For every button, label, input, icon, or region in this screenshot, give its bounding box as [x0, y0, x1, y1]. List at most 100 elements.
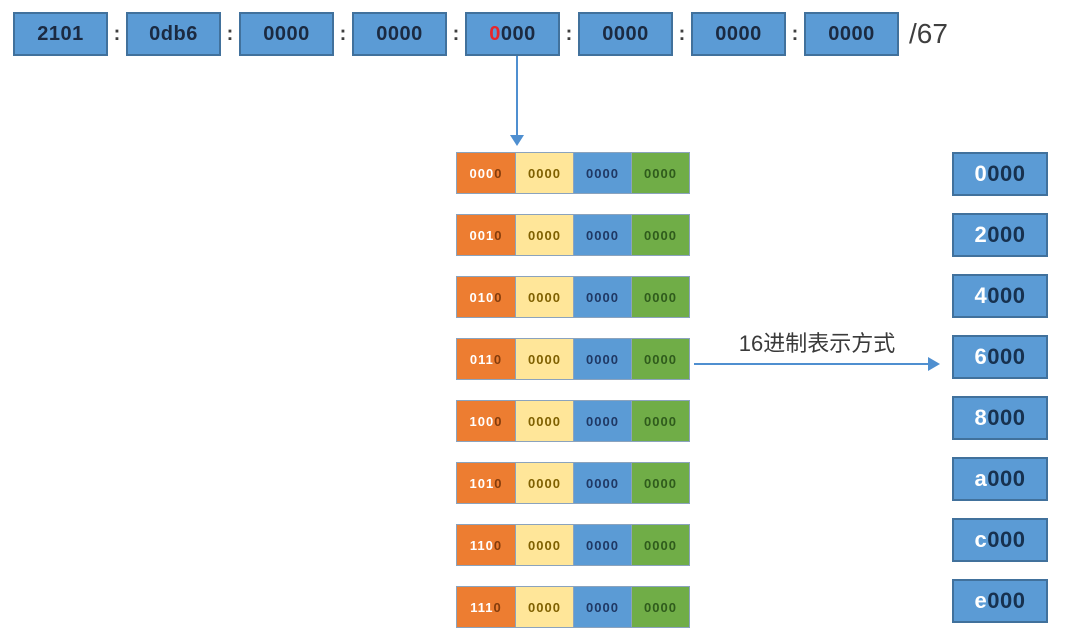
address-group-8: 0000 — [804, 12, 899, 56]
binary-cell-3: 0000 — [573, 401, 631, 441]
binary-cell-2: 0000 — [515, 401, 573, 441]
colon-separator: : — [565, 22, 573, 45]
binary-cell-4: 0000 — [631, 277, 689, 317]
host-bit: 0 — [493, 537, 503, 553]
binary-cell-3: 0000 — [573, 463, 631, 503]
address-group-6: 0000 — [578, 12, 673, 56]
network-bits: 100 — [469, 413, 495, 429]
colon-separator: : — [339, 22, 347, 45]
host-bit: 0 — [494, 227, 503, 243]
host-bit: 0 — [494, 475, 503, 491]
address-group-3: 0000 — [239, 12, 334, 56]
hex-highlight: e — [974, 588, 988, 613]
colon-separator: : — [791, 22, 799, 45]
hex-highlight: a — [974, 466, 988, 491]
network-bits: 101 — [469, 475, 495, 491]
binary-cell-3: 0000 — [573, 215, 631, 255]
group-text: 0000 — [715, 22, 762, 45]
hex-rest: 000 — [987, 527, 1026, 552]
network-bits: 110 — [469, 537, 494, 553]
hex-highlight: 4 — [974, 283, 988, 308]
colon-separator: : — [452, 22, 460, 45]
group-text: 0000 — [602, 22, 649, 45]
host-bit: 0 — [493, 599, 502, 615]
address-group-7: 0000 — [691, 12, 786, 56]
network-bits: 011 — [469, 351, 494, 367]
right-arrow-line — [694, 363, 930, 365]
colon-separator: : — [113, 22, 121, 45]
hex-representation-label: 16进制表示方式 — [738, 331, 896, 356]
binary-cell-3: 0000 — [573, 153, 631, 193]
network-bits: 111 — [470, 599, 494, 615]
hex-rest: 000 — [987, 161, 1026, 186]
hex-rest: 000 — [987, 588, 1026, 613]
binary-cell-4: 0000 — [631, 463, 689, 503]
host-bit: 0 — [494, 289, 503, 305]
colon-separator: : — [678, 22, 686, 45]
hex-highlight: c — [974, 527, 988, 552]
group-highlight: 0 — [489, 22, 501, 45]
hex-rest: 000 — [987, 466, 1026, 491]
binary-cell-3: 0000 — [573, 525, 631, 565]
hex-rest: 000 — [987, 222, 1026, 247]
group-text: 2101 — [37, 22, 84, 45]
network-bits: 010 — [469, 289, 495, 305]
down-arrow-line — [516, 56, 518, 136]
binary-cell-4: 0000 — [631, 587, 689, 627]
binary-cell-2: 0000 — [515, 463, 573, 503]
host-bit: 0 — [494, 413, 503, 429]
binary-cell-2: 0000 — [515, 587, 573, 627]
network-bits: 001 — [469, 227, 495, 243]
group-text: 0000 — [828, 22, 875, 45]
hex-highlight: 6 — [974, 344, 988, 369]
binary-cell-3: 0000 — [573, 277, 631, 317]
binary-cell-2: 0000 — [515, 525, 573, 565]
binary-cell-4: 0000 — [631, 401, 689, 441]
hex-highlight: 0 — [974, 161, 988, 186]
hex-rest: 000 — [987, 405, 1026, 430]
binary-cell-3: 0000 — [573, 587, 631, 627]
address-group-1: 2101 — [13, 12, 108, 56]
host-bit: 0 — [493, 351, 503, 367]
group-text: 0db6 — [149, 22, 198, 45]
prefix-length-label: /67 — [909, 18, 948, 49]
binary-cell-2: 0000 — [515, 339, 573, 379]
binary-cell-4: 0000 — [631, 153, 689, 193]
group-text: 0000 — [263, 22, 310, 45]
binary-cell-4: 0000 — [631, 339, 689, 379]
hex-rest: 000 — [987, 344, 1026, 369]
binary-cell-2: 0000 — [515, 153, 573, 193]
network-bits: 000 — [469, 165, 495, 181]
group-text: 000 — [500, 22, 536, 45]
hex-highlight: 2 — [974, 222, 988, 247]
colon-separator: : — [226, 22, 234, 45]
hex-rest: 000 — [987, 283, 1026, 308]
binary-cell-2: 0000 — [515, 215, 573, 255]
hex-highlight: 8 — [974, 405, 988, 430]
host-bit: 0 — [494, 165, 503, 181]
